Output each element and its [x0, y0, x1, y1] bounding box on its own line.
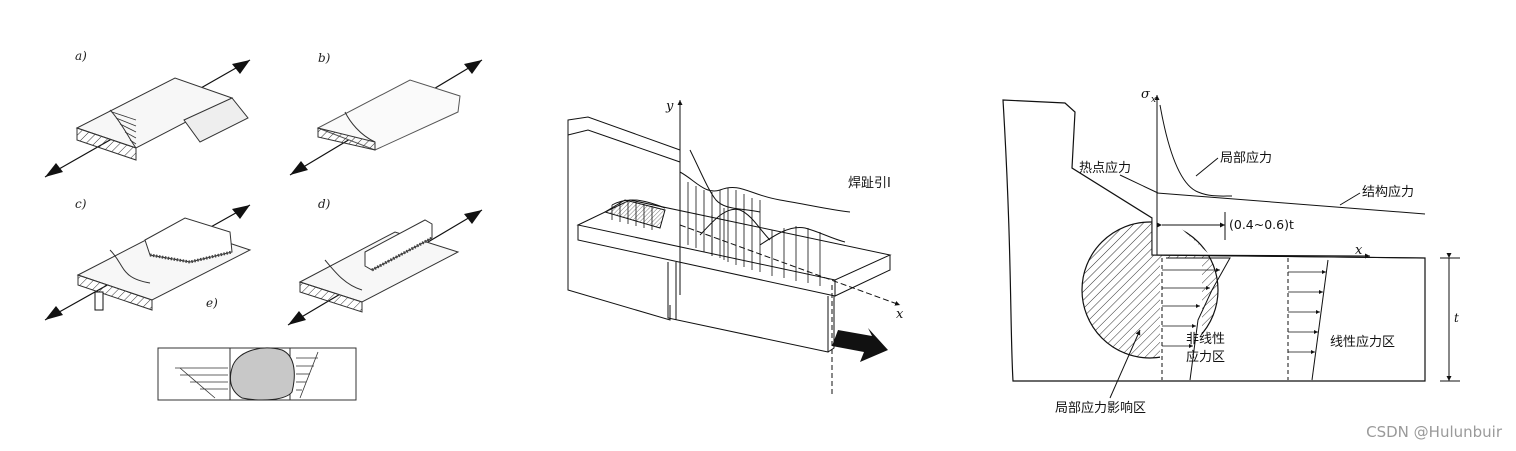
- joint-b: b): [289, 51, 483, 176]
- stiffener-d: [364, 219, 433, 271]
- sigma-label: σ: [1141, 87, 1151, 102]
- joint-c: c): [44, 197, 252, 321]
- linear-label: 线性应力区: [1330, 334, 1395, 350]
- lower-web: [667, 262, 829, 353]
- vertical-plate-left: [567, 120, 671, 321]
- stress-curve-2: [699, 208, 771, 241]
- nonlinear-label-1: 非线性: [1186, 332, 1225, 347]
- arrow-head-a-bottom: [45, 163, 63, 177]
- joint-e: e): [157, 296, 357, 401]
- joint-d: d): [287, 197, 483, 326]
- stress-ordinates: [611, 182, 821, 286]
- panel-weld-joints: a) b): [44, 49, 483, 401]
- load-arrow-icon: [832, 328, 888, 362]
- weld-bead-e: [229, 347, 295, 401]
- influence-zone-label: 局部应力影响区: [1055, 400, 1146, 416]
- panel-t-joint: y x: [567, 99, 904, 395]
- thickness-label: t: [1454, 311, 1459, 325]
- plate-a-lower: [183, 97, 249, 143]
- label-e: e): [206, 296, 218, 310]
- stress-curve-1: [679, 171, 851, 213]
- structural-stress-line: [1156, 192, 1426, 215]
- stress-curve-a: [109, 109, 137, 149]
- local-stress-curve: [1159, 104, 1233, 197]
- nonlinear-label-2: 应力区: [1186, 349, 1225, 365]
- sigma-subscript: x: [1151, 95, 1156, 105]
- structural-stress-label: 结构应力: [1362, 184, 1414, 200]
- panel-hot-spot: σ x x (0.4~0.6)t t 非线性 应力区: [1002, 87, 1460, 416]
- label-d: d): [318, 197, 331, 211]
- linear-profile: [1311, 259, 1329, 381]
- x-axis: [679, 224, 901, 306]
- nonlinear-profile: [1166, 257, 1231, 381]
- vertical-plate-top: [567, 116, 681, 163]
- hot-spot-label: 热点应力: [1079, 160, 1131, 176]
- stress-lines-a: [111, 111, 137, 145]
- y-axis-label: y: [665, 99, 674, 114]
- plate-a-edge: [76, 127, 137, 161]
- label-b: b): [318, 51, 331, 65]
- arrow-head-a-top: [232, 60, 250, 74]
- joint-a: a): [44, 49, 251, 178]
- panel2-caption: 焊趾引I: [848, 175, 891, 191]
- watermark: CSDN @Hulunbuir: [1366, 423, 1502, 441]
- x-axis-label-3: x: [1355, 243, 1363, 258]
- x-axis-3: [1156, 253, 1371, 259]
- distance-label: (0.4~0.6)t: [1229, 217, 1294, 232]
- stress-curve-3: [759, 226, 846, 246]
- label-c: c): [75, 197, 87, 211]
- x-axis-label: x: [896, 307, 904, 322]
- label-a: a): [75, 49, 87, 63]
- stress-curve-b: [344, 111, 376, 143]
- local-stress-label: 局部应力: [1220, 150, 1272, 166]
